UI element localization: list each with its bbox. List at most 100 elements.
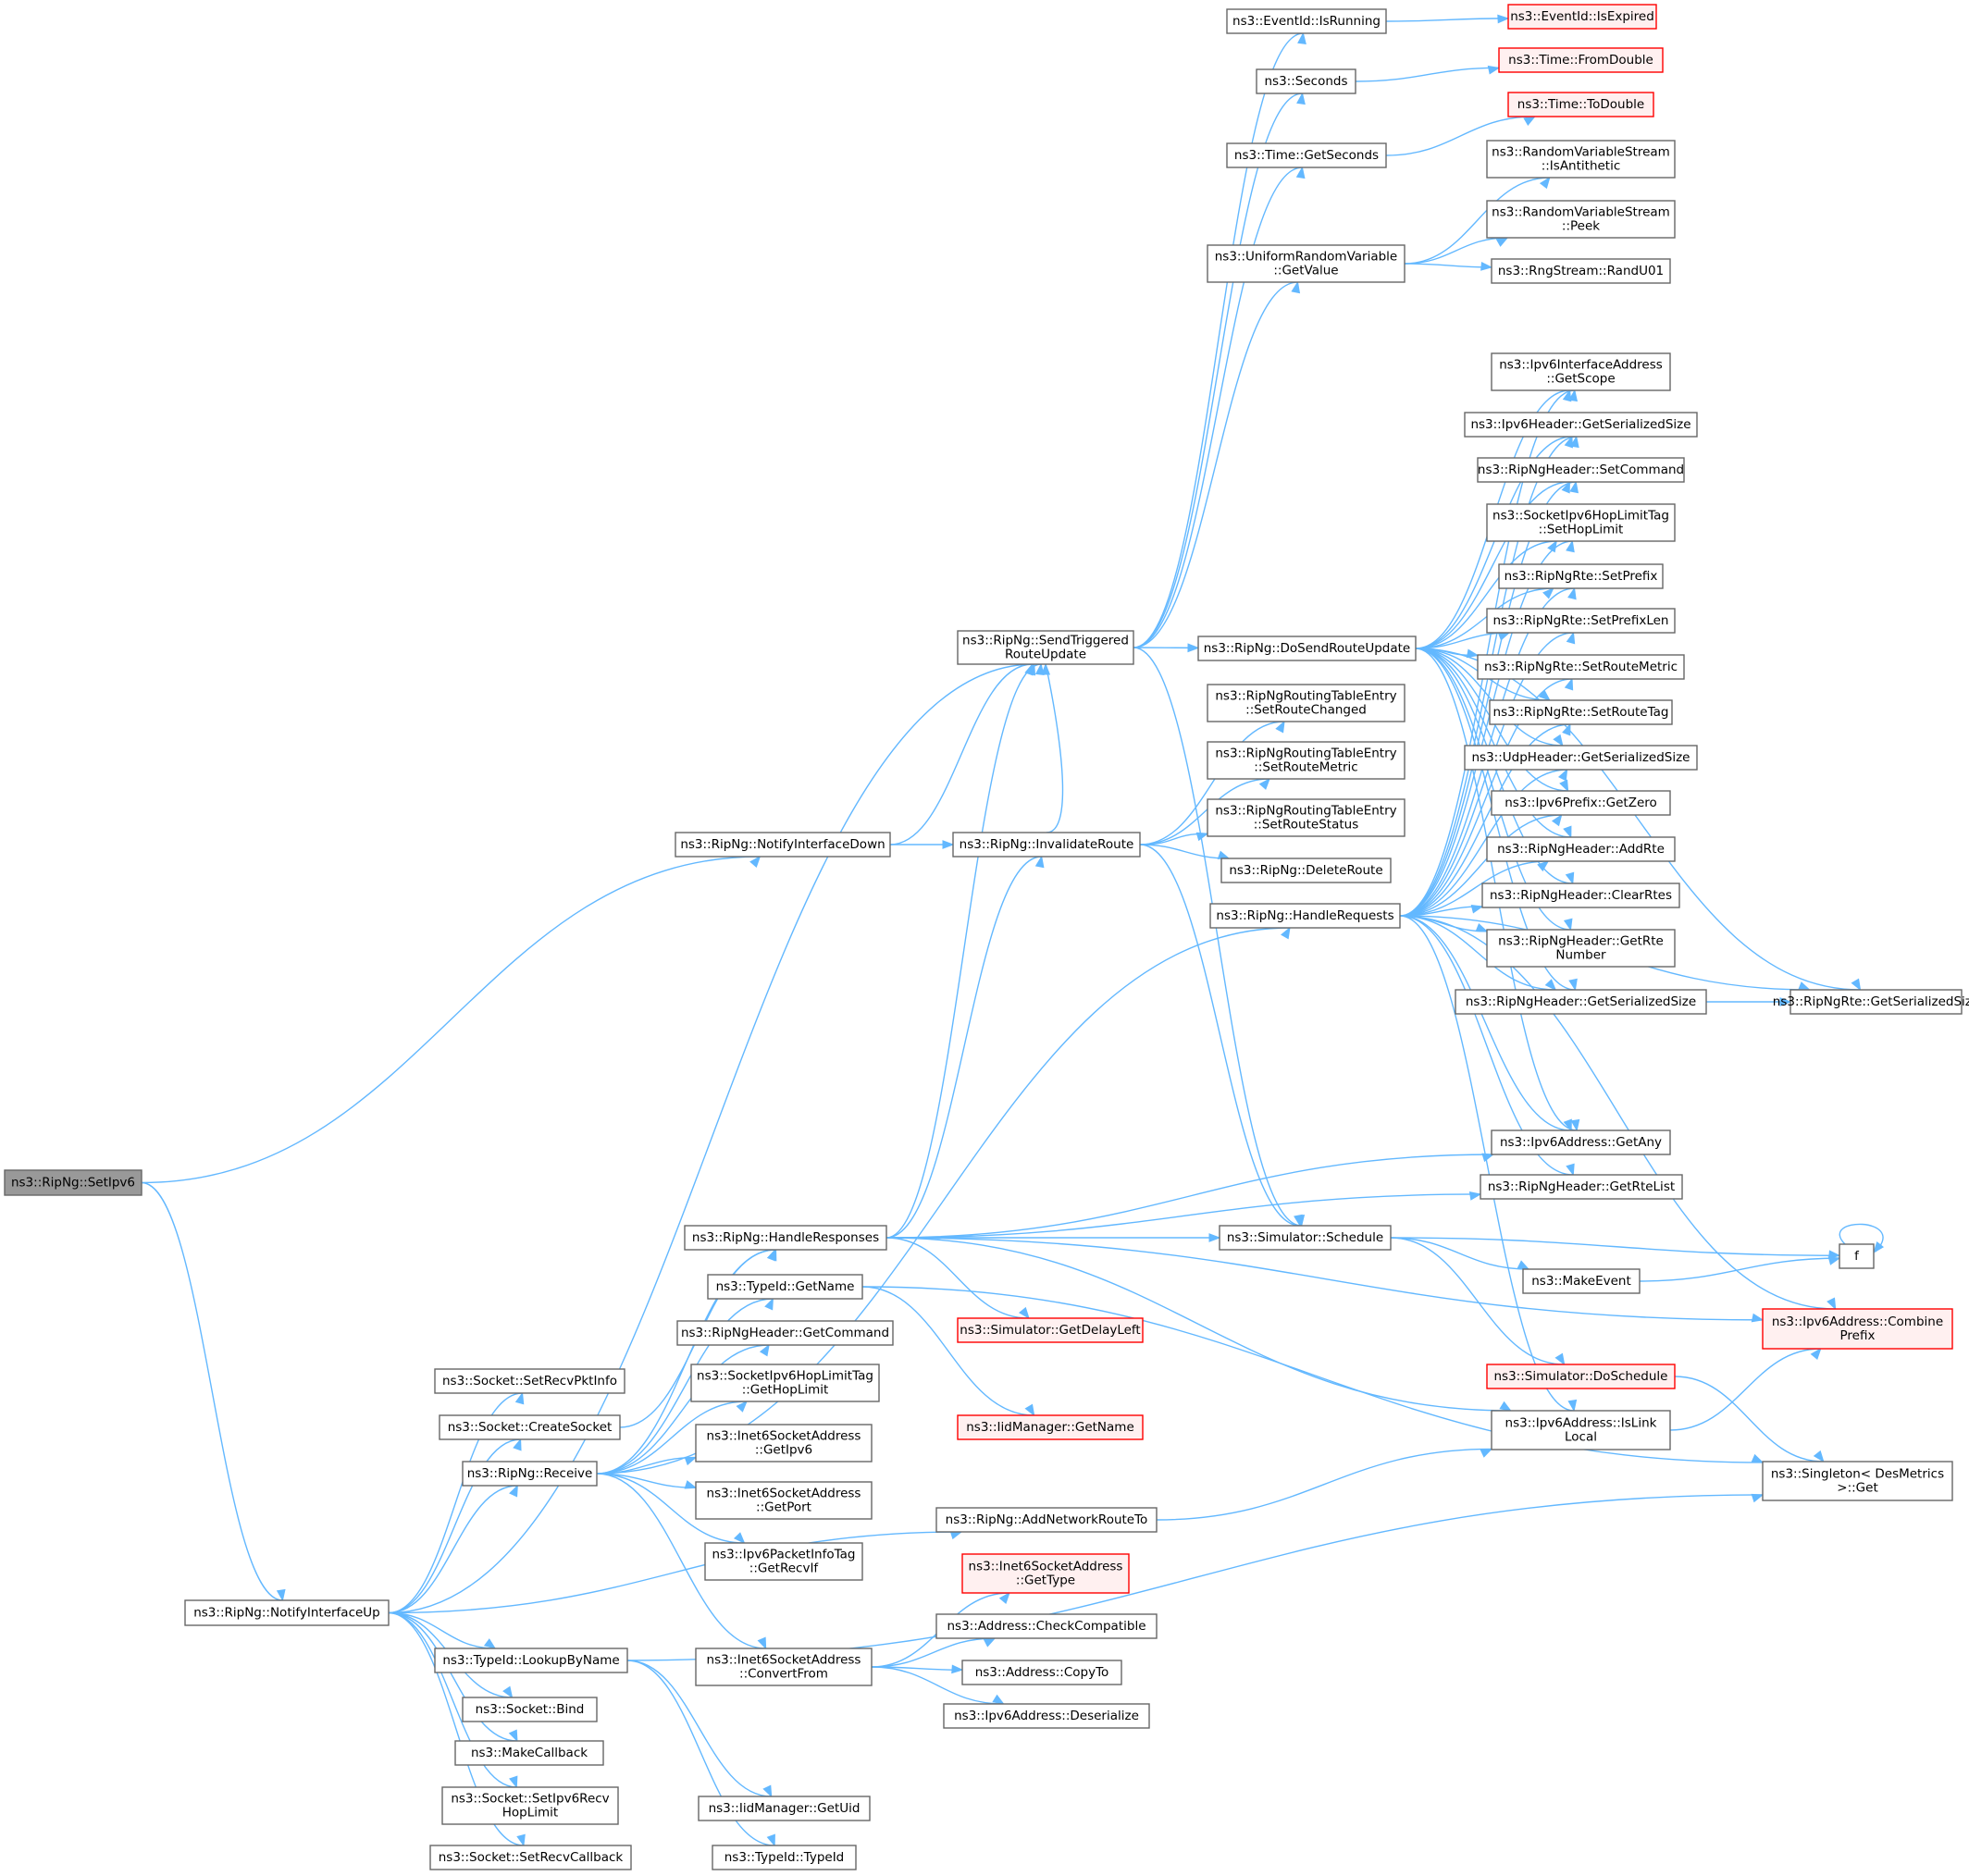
node-ipv6hdrsize[interactable]: ns3::Ipv6Header::GetSerializedSize: [1464, 412, 1698, 438]
node-socketbind[interactable]: ns3::Socket::Bind: [462, 1697, 598, 1722]
node-nifdown-label-0: ns3::RipNg::NotifyInterfaceDown: [680, 837, 885, 852]
node-addnetroute[interactable]: ns3::RipNg::AddNetworkRouteTo: [935, 1507, 1158, 1533]
node-eventisrun[interactable]: ns3::EventId::IsRunning: [1226, 8, 1387, 34]
node-getcommand[interactable]: ns3::RipNgHeader::GetCommand: [676, 1320, 894, 1346]
node-copyto[interactable]: ns3::Address::CopyTo: [961, 1660, 1122, 1685]
node-getipv6-label-0: ns3::Inet6SocketAddress: [707, 1429, 861, 1444]
node-getrtelist-box: [1480, 1174, 1683, 1200]
node-setroutestatus[interactable]: ns3::RipNgRoutingTableEntry::SetRouteSta…: [1207, 798, 1406, 837]
node-rvspeek[interactable]: ns3::RandomVariableStream::Peek: [1486, 200, 1676, 239]
node-nifdown[interactable]: ns3::RipNg::NotifyInterfaceDown: [675, 832, 891, 858]
node-invalroute[interactable]: ns3::RipNg::InvalidateRoute: [952, 832, 1141, 858]
node-setipv6[interactable]: ns3::RipNg::SetIpv6: [4, 1169, 142, 1196]
node-sethoplimit[interactable]: ns3::SocketIpv6HopLimitTag::SetHopLimit: [1486, 503, 1676, 542]
node-typegetname-label-0: ns3::TypeId::GetName: [716, 1279, 855, 1294]
node-setcommand[interactable]: ns3::RipNgHeader::SetCommand: [1477, 457, 1685, 483]
node-typegetname[interactable]: ns3::TypeId::GetName: [707, 1274, 863, 1300]
node-checkcompat[interactable]: ns3::Address::CheckCompatible: [935, 1613, 1158, 1639]
node-islinklocal-box: [1491, 1410, 1671, 1450]
node-makecallback[interactable]: ns3::MakeCallback: [454, 1740, 604, 1766]
node-nifup-label-0: ns3::RipNg::NotifyInterfaceUp: [193, 1606, 380, 1621]
node-prefixzero[interactable]: ns3::Ipv6Prefix::GetZero: [1491, 790, 1671, 816]
node-todouble[interactable]: ns3::Time::ToDouble: [1507, 92, 1654, 117]
node-handlereq-label-0: ns3::RipNg::HandleRequests: [1216, 908, 1393, 923]
node-createsocket-label-0: ns3::Socket::CreateSocket: [448, 1420, 613, 1435]
node-getrecvif[interactable]: ns3::Ipv6PacketInfoTag::GetRecvIf: [704, 1542, 863, 1581]
edge-handlereq-to-rtesetmetric: [1399, 677, 1574, 917]
node-udphdrsize[interactable]: ns3::UdpHeader::GetSerializedSize: [1464, 745, 1698, 771]
node-getseconds[interactable]: ns3::Time::GetSeconds: [1226, 142, 1387, 168]
node-checkcompat-box: [935, 1613, 1158, 1639]
node-singleton[interactable]: ns3::Singleton< DesMetrics>::Get: [1762, 1461, 1953, 1501]
node-isanti[interactable]: ns3::RandomVariableStream::IsAntithetic: [1486, 140, 1676, 179]
edge-schedule-to-f: [1390, 1237, 1841, 1260]
node-gettype[interactable]: ns3::Inet6SocketAddress::GetType: [961, 1553, 1130, 1594]
node-urvgetvalue[interactable]: ns3::UniformRandomVariable::GetValue: [1207, 244, 1406, 283]
node-doschedule-box: [1486, 1364, 1676, 1389]
node-randu01[interactable]: ns3::RngStream::RandU01: [1491, 258, 1671, 284]
node-setroutetag[interactable]: ns3::RipNgRte::SetRouteTag: [1489, 699, 1673, 725]
node-addnetroute-label-0: ns3::RipNg::AddNetworkRouteTo: [946, 1512, 1148, 1527]
node-iidgetuid[interactable]: ns3::IidManager::GetUid: [698, 1796, 871, 1821]
node-setrecvcallback[interactable]: ns3::Socket::SetRecvCallback: [429, 1845, 632, 1870]
node-sethoplimit-label-1: ::SetHopLimit: [1539, 523, 1624, 537]
node-riphdrsize-box: [1455, 989, 1707, 1015]
node-setroutestatus-label-0: ns3::RipNgRoutingTableEntry: [1215, 804, 1396, 819]
node-getany[interactable]: ns3::Ipv6Address::GetAny: [1491, 1129, 1671, 1155]
node-rtesetroutemetric[interactable]: ns3::RipNgRoutingTableEntry::SetRouteMet…: [1207, 741, 1406, 780]
node-getrtelist[interactable]: ns3::RipNgHeader::GetRteList: [1480, 1174, 1683, 1200]
node-deleteroute[interactable]: ns3::RipNg::DeleteRoute: [1220, 858, 1392, 883]
edge-nifup-to-setrecvpktinfo: [388, 1391, 525, 1614]
node-fromdouble[interactable]: ns3::Time::FromDouble: [1498, 47, 1664, 73]
node-lookupbyname[interactable]: ns3::TypeId::LookupByName: [434, 1648, 628, 1673]
node-rtesetmetric[interactable]: ns3::RipNgRte::SetRouteMetric: [1477, 654, 1685, 680]
edge-nifup-to-makecallback: [388, 1611, 518, 1743]
node-receive[interactable]: ns3::RipNg::Receive: [462, 1461, 598, 1487]
node-eventisrun-label-0: ns3::EventId::IsRunning: [1232, 14, 1381, 29]
node-getscope[interactable]: ns3::Ipv6InterfaceAddress::GetScope: [1491, 352, 1671, 391]
node-setroutestatus-label-1: ::SetRouteStatus: [1254, 818, 1358, 833]
node-rtesize-label-0: ns3::RipNgRte::GetSerializedSize: [1773, 994, 1969, 1009]
node-addrte-label-0: ns3::RipNgHeader::AddRte: [1497, 842, 1665, 857]
node-makeevent[interactable]: ns3::MakeEvent: [1522, 1268, 1641, 1294]
node-gethoplimit[interactable]: ns3::SocketIpv6HopLimitTag::GetHopLimit: [690, 1364, 880, 1402]
node-typeidctor-label-0: ns3::TypeId::TypeId: [724, 1850, 845, 1865]
node-addrte[interactable]: ns3::RipNgHeader::AddRte: [1486, 836, 1676, 862]
node-eventexpired[interactable]: ns3::EventId::IsExpired: [1507, 4, 1657, 30]
edge-invalroute-to-setroutechanged: [1139, 720, 1285, 845]
node-createsocket[interactable]: ns3::Socket::CreateSocket: [439, 1414, 621, 1440]
node-f[interactable]: f: [1839, 1243, 1875, 1269]
node-setrecvpktinfo[interactable]: ns3::Socket::SetRecvPktInfo: [434, 1368, 625, 1394]
node-setprefix-label-0: ns3::RipNgRte::SetPrefix: [1505, 569, 1658, 584]
node-getipv6[interactable]: ns3::Inet6SocketAddress::GetIpv6: [695, 1424, 873, 1463]
edge-setipv6-to-nifup: [141, 1181, 286, 1602]
node-handleresp[interactable]: ns3::RipNg::HandleResponses: [684, 1225, 887, 1251]
node-seconds[interactable]: ns3::Seconds: [1256, 68, 1356, 94]
node-setprefixlen[interactable]: ns3::RipNgRte::SetPrefixLen: [1486, 608, 1676, 634]
node-clearrtes[interactable]: ns3::RipNgHeader::ClearRtes: [1481, 882, 1680, 908]
node-doschedule[interactable]: ns3::Simulator::DoSchedule: [1486, 1364, 1676, 1389]
node-getdelayleft[interactable]: ns3::Simulator::GetDelayLeft: [957, 1317, 1144, 1343]
node-setprefix[interactable]: ns3::RipNgRte::SetPrefix: [1498, 563, 1664, 589]
edge-dosend-to-addrte: [1415, 648, 1572, 839]
node-getdelayleft-label-0: ns3::Simulator::GetDelayLeft: [960, 1323, 1140, 1338]
node-dosend[interactable]: ns3::RipNg::DoSendRouteUpdate: [1197, 636, 1417, 661]
node-getport[interactable]: ns3::Inet6SocketAddress::GetPort: [695, 1481, 873, 1520]
node-schedule[interactable]: ns3::Simulator::Schedule: [1219, 1225, 1392, 1251]
node-setroutechanged[interactable]: ns3::RipNgRoutingTableEntry::SetRouteCha…: [1207, 684, 1406, 722]
node-nifup[interactable]: ns3::RipNg::NotifyInterfaceUp: [184, 1599, 390, 1626]
node-getipv6-box: [695, 1424, 873, 1463]
node-convertfrom[interactable]: ns3::Inet6SocketAddress::ConvertFrom: [695, 1648, 873, 1686]
node-setipv6recvhop-label-1: HopLimit: [502, 1806, 558, 1820]
node-rtesize[interactable]: ns3::RipNgRte::GetSerializedSize: [1773, 989, 1969, 1015]
node-iidgetname[interactable]: ns3::IidManager::GetName: [957, 1414, 1144, 1440]
node-typeidctor[interactable]: ns3::TypeId::TypeId: [712, 1845, 857, 1870]
node-deserialize[interactable]: ns3::Ipv6Address::Deserialize: [943, 1703, 1150, 1729]
node-riphdrsize[interactable]: ns3::RipNgHeader::GetSerializedSize: [1455, 989, 1707, 1015]
node-handlereq[interactable]: ns3::RipNg::HandleRequests: [1209, 903, 1401, 929]
